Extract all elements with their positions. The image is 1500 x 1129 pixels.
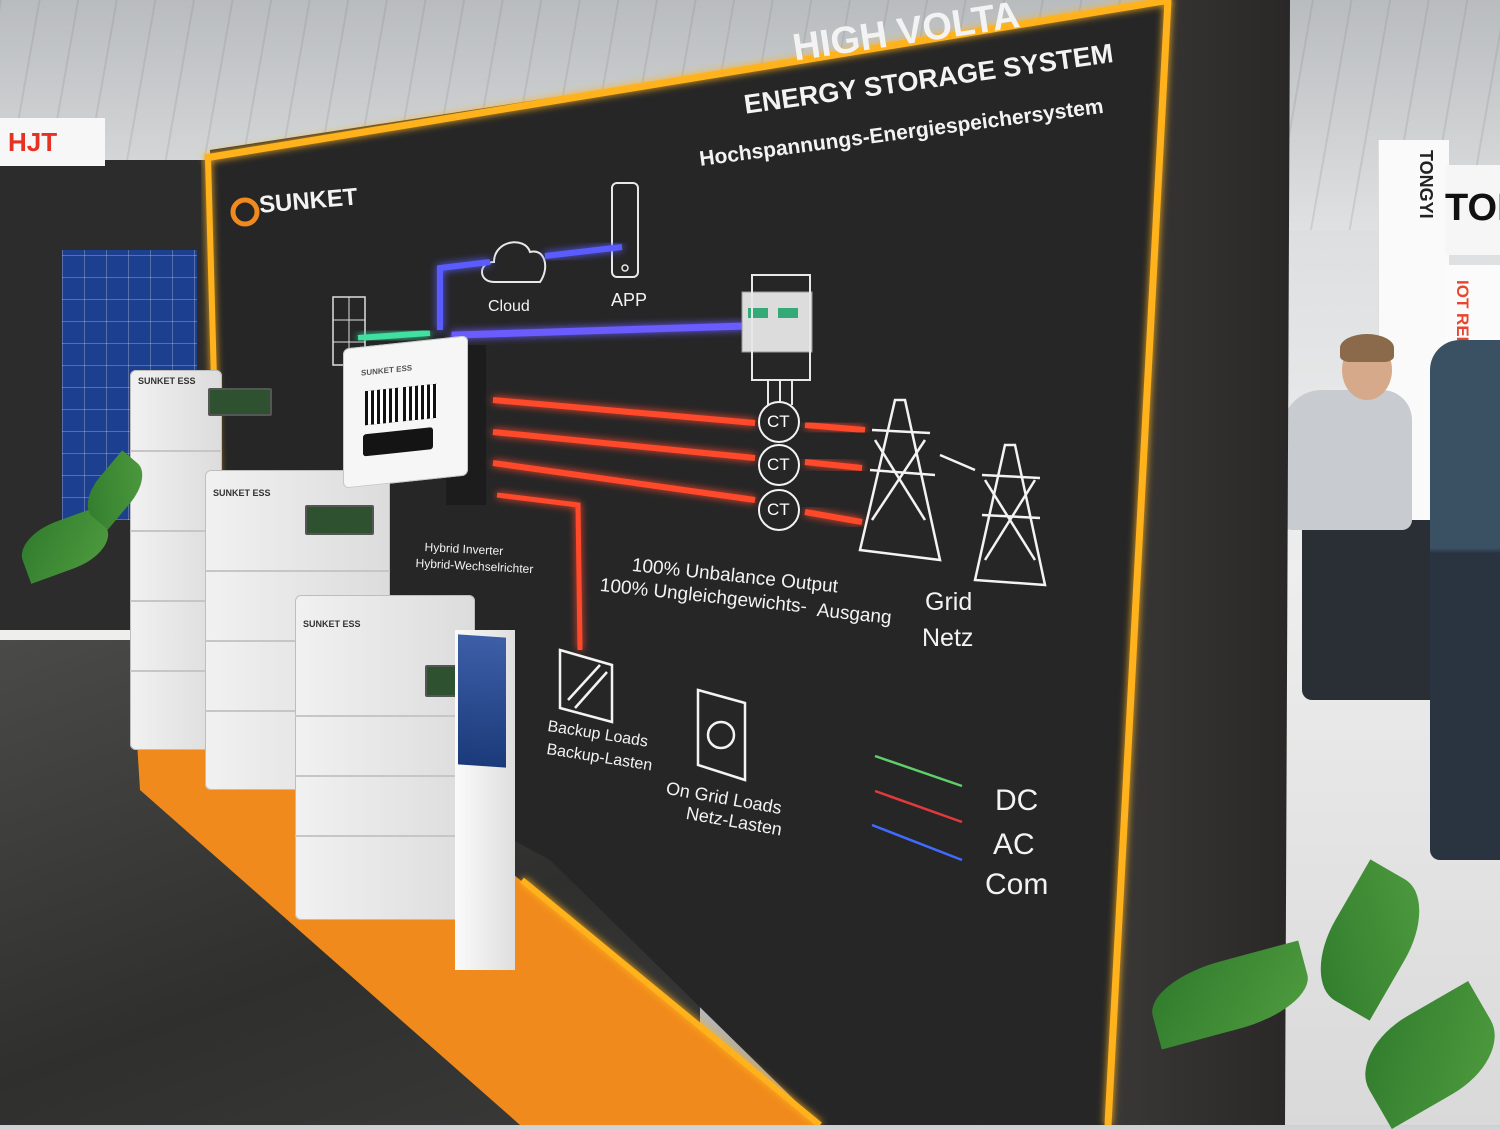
battery-control-panel bbox=[208, 388, 272, 416]
ct-label-3: CT bbox=[767, 500, 790, 519]
ac-led-phase-1 bbox=[492, 397, 756, 426]
grid-label-de: Netz bbox=[922, 624, 974, 652]
app-label: APP bbox=[611, 290, 648, 310]
ac-led-backup bbox=[496, 492, 583, 651]
battery-brand-label: SUNKET ESS bbox=[213, 488, 271, 498]
grid-label-en: Grid bbox=[925, 588, 973, 616]
inverter-brand-label: SUNKET ESS bbox=[361, 363, 413, 378]
ac-led-grid-1 bbox=[804, 422, 866, 433]
grid-tower-icon bbox=[858, 398, 976, 562]
ct-sensor-3 bbox=[758, 489, 800, 531]
cloud-icon bbox=[481, 241, 547, 283]
hjt-sign: HJT bbox=[0, 118, 105, 166]
battery-brand-label: SUNKET ESS bbox=[138, 376, 196, 386]
visitor-standing bbox=[1430, 340, 1500, 860]
ac-led-phase-2 bbox=[492, 429, 756, 461]
battery-brand-label: SUNKET ESS bbox=[303, 619, 361, 629]
visitor-seated bbox=[1262, 330, 1442, 710]
ac-led-phase-3 bbox=[492, 460, 756, 503]
ct-sensor-2 bbox=[758, 444, 800, 486]
dc-led-solar bbox=[357, 330, 431, 341]
inverter-display bbox=[363, 427, 433, 457]
backup-load-icon bbox=[558, 648, 614, 724]
frame-led-bottom bbox=[520, 877, 822, 1125]
ct-label-2: CT bbox=[767, 455, 790, 474]
tongyi-sign: TONGYI bbox=[1445, 165, 1500, 255]
tongyi-vertical-sign: TONGYI bbox=[1416, 150, 1436, 219]
legend-dc-line bbox=[874, 754, 963, 788]
com-led-cloud bbox=[437, 259, 491, 330]
legend-dc-label: DC bbox=[995, 784, 1039, 817]
energy-meter bbox=[741, 291, 813, 353]
legend-ac-line bbox=[874, 789, 963, 824]
com-led-app bbox=[544, 244, 623, 259]
sunket-logo-icon bbox=[230, 197, 260, 227]
legend-ac-label: AC bbox=[993, 828, 1035, 861]
ct-label-1: CT bbox=[767, 412, 790, 431]
ac-led-grid-2 bbox=[804, 459, 863, 471]
phone-icon bbox=[611, 182, 639, 278]
battery-control-panel bbox=[305, 505, 374, 535]
frame-led-right bbox=[1104, 0, 1172, 1125]
frame-led-top bbox=[204, 0, 1171, 162]
ongrid-load-icon bbox=[696, 688, 747, 782]
legend-com-label: Com bbox=[985, 868, 1049, 901]
qr-code bbox=[403, 383, 437, 422]
qr-code bbox=[365, 387, 399, 426]
battery-stack-3: SUNKET ESS bbox=[295, 595, 475, 920]
cloud-label: Cloud bbox=[488, 298, 530, 315]
legend-com-line bbox=[871, 823, 963, 862]
hybrid-inverter: SUNKET ESS bbox=[343, 335, 468, 489]
com-led-meter bbox=[451, 322, 746, 345]
brochure bbox=[458, 634, 506, 768]
ac-led-grid-3 bbox=[804, 509, 863, 525]
grid-tower-icon-2 bbox=[973, 443, 1047, 587]
ct-sensor-1 bbox=[758, 401, 800, 443]
